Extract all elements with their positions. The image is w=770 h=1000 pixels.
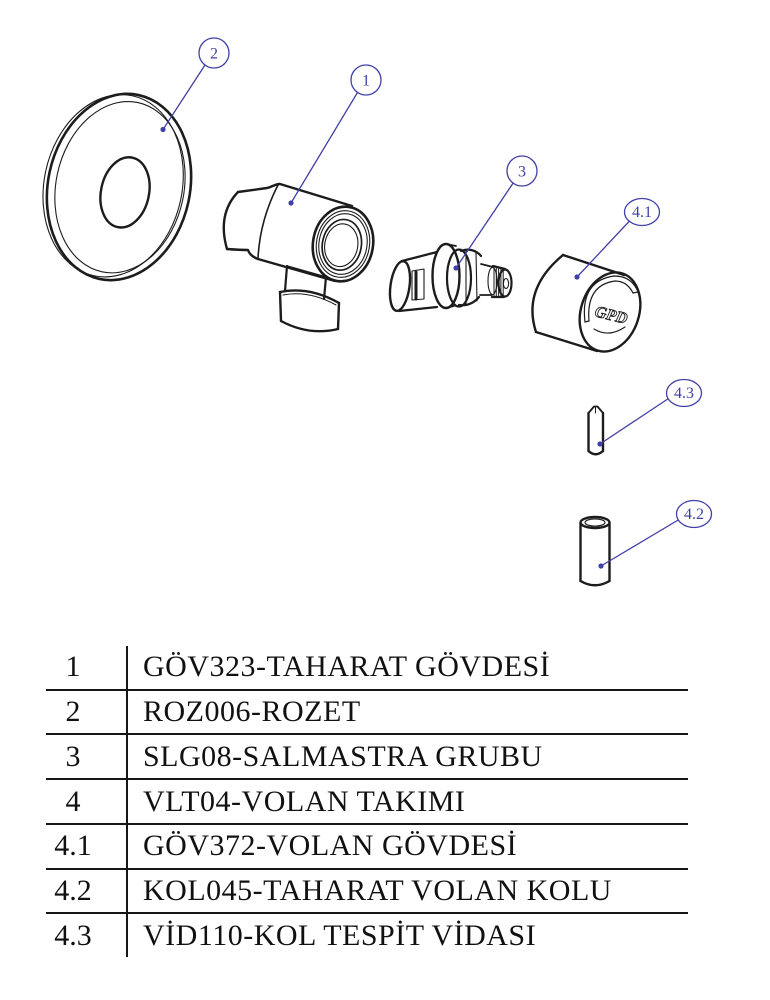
callout-1: 1 [288,64,382,206]
table-row: 3 SLG08-SALMASTRA GRUBU [46,735,688,781]
svg-text:2: 2 [210,46,218,63]
part-number: 4.2 [46,869,128,913]
table-row: 4.1 GÖV372-VOLAN GÖVDESİ [46,824,688,870]
callout-4-3: 4.3 [597,378,703,447]
callout-2: 2 [160,37,230,133]
screw-part [587,405,605,456]
callout-3: 3 [453,155,538,271]
leader-dot [574,274,580,280]
part-number: 4.1 [46,824,128,868]
gpd-logo: GPD [593,303,629,328]
table-row: 1 GÖV323-TAHARAT GÖVDESİ [46,646,688,691]
part-description: GÖV372-VOLAN GÖVDESİ [143,829,518,863]
part-description: GÖV323-TAHARAT GÖVDESİ [143,650,551,684]
rozet-part [42,92,193,282]
part-description: VİD110-KOL TESPİT VİDASI [143,918,537,952]
part-number: 4 [46,780,128,823]
knob-part: GPD [531,253,642,353]
leader-dot [597,441,603,447]
svg-text:4.2: 4.2 [684,506,704,523]
table-row: 2 ROZ006-ROZET [46,690,688,736]
part-description: SLG08-SALMASTRA GRUBU [143,739,543,773]
handle-part [579,515,611,587]
table-row: 4.2 KOL045-TAHARAT VOLAN KOLU [46,869,688,915]
leader-dot [598,563,604,569]
part-description: KOL045-TAHARAT VOLAN KOLU [143,873,612,907]
table-row: 4.3 VİD110-KOL TESPİT VİDASI [46,914,688,958]
exploded-diagram: GPD 2 [42,37,713,587]
callout-4-1: 4.1 [574,197,661,280]
svg-text:1: 1 [362,73,370,90]
part-number: 3 [46,735,128,779]
table-row: 4 VLT04-VOLAN TAKIMI [46,780,688,825]
svg-text:4.1: 4.1 [632,204,652,221]
svg-text:4.3: 4.3 [674,385,694,402]
callout-4-2: 4.2 [598,499,713,569]
part-number: 1 [46,646,128,689]
part-description: ROZ006-ROZET [143,695,361,729]
part-number: 4.3 [46,914,128,958]
part-description: VLT04-VOLAN TAKIMI [143,784,466,818]
leader-dot [453,265,459,271]
svg-text:3: 3 [518,164,526,181]
body-part [222,182,375,333]
part-number: 2 [46,690,128,734]
leader-dot [160,126,166,133]
cartridge-part [388,242,513,313]
leader-dot [288,200,294,206]
parts-table: 1 GÖV323-TAHARAT GÖVDESİ 2 ROZ006-ROZET … [46,646,688,958]
